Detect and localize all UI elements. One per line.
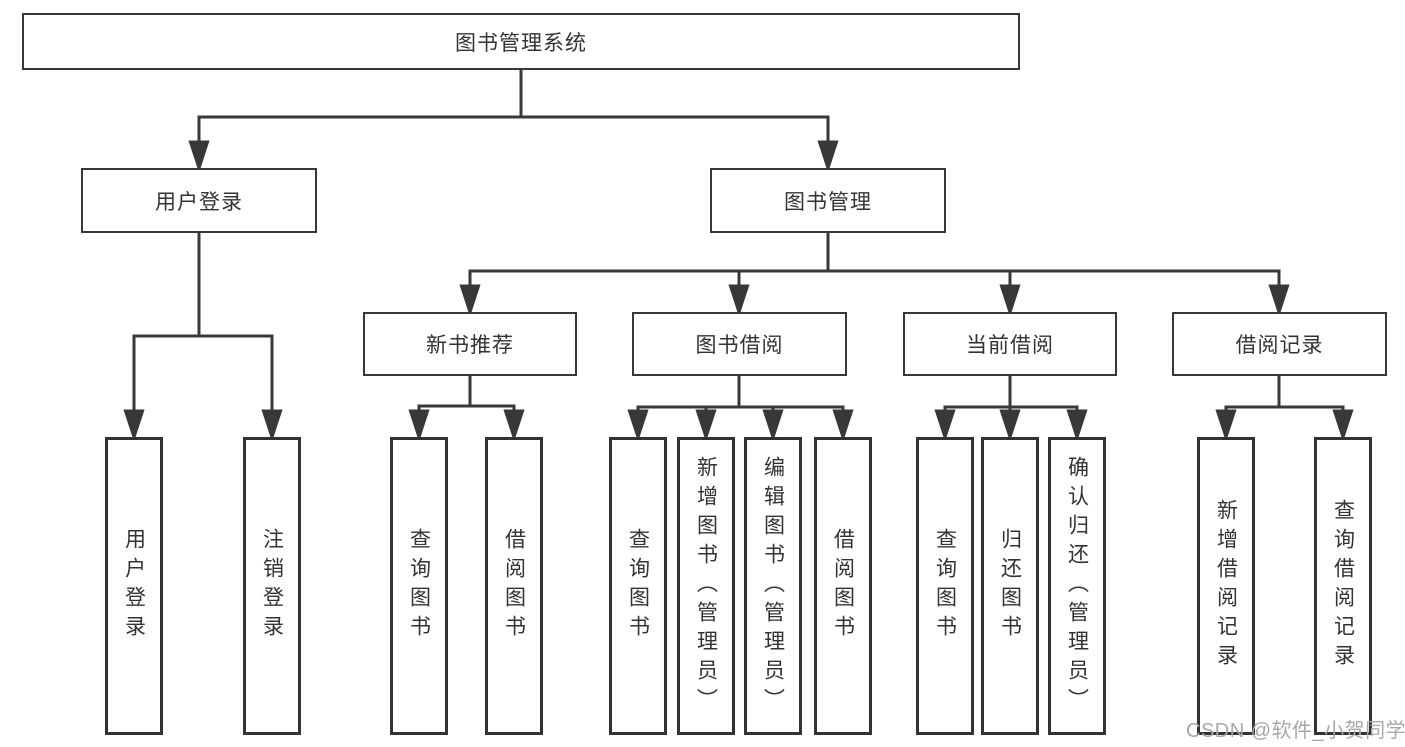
arrow-down-icon (503, 409, 525, 442)
leaf-label: 查询图书 (933, 528, 957, 644)
leaf-query-books: 查询图书 (390, 437, 448, 735)
node-label: 图书管理系统 (455, 31, 587, 55)
arrow-down-icon (695, 409, 717, 442)
leaf-return-books: 归还图书 (981, 437, 1039, 735)
arrow-down-icon (188, 140, 210, 173)
arrow-down-icon (627, 409, 649, 442)
node-new-book-recommend: 新书推荐 (363, 312, 577, 376)
node-label: 图书借阅 (695, 334, 784, 357)
node-library-system: 图书管理系统 (22, 13, 1020, 70)
leaf-borrow-books-2: 借阅图书 (814, 437, 872, 735)
leaf-add-borrow-record: 新增借阅记录 (1197, 437, 1255, 735)
node-label: 用户登录 (155, 190, 243, 214)
leaf-query-books-2: 查询图书 (609, 437, 667, 735)
arrow-down-icon (999, 284, 1021, 317)
leaf-label: 借阅图书 (831, 528, 855, 644)
node-label: 借阅记录 (1235, 334, 1324, 357)
leaf-label: 确认归还（管理员） (1065, 455, 1089, 717)
arrow-down-icon (762, 409, 784, 442)
arrow-down-icon (728, 284, 750, 317)
arrow-down-icon (1215, 409, 1237, 442)
arrow-down-icon (817, 140, 839, 173)
leaf-label: 查询图书 (626, 528, 650, 644)
arrow-down-icon (999, 409, 1021, 442)
arrow-down-icon (934, 409, 956, 442)
arrow-down-icon (123, 409, 145, 442)
watermark: CSDN @软件_小贺同学 (1186, 720, 1405, 742)
leaf-label: 编辑图书（管理员） (761, 455, 785, 717)
leaf-label: 借阅图书 (502, 528, 526, 644)
node-label: 图书管理 (784, 190, 872, 214)
leaf-confirm-return-admin: 确认归还（管理员） (1048, 437, 1106, 735)
leaf-label: 查询图书 (407, 528, 431, 644)
leaf-edit-books-admin: 编辑图书（管理员） (744, 437, 802, 735)
node-current-borrowing: 当前借阅 (903, 312, 1117, 376)
leaf-label: 新增图书（管理员） (694, 455, 718, 717)
leaf-add-books-admin: 新增图书（管理员） (677, 437, 735, 735)
node-user-login: 用户登录 (81, 168, 317, 233)
leaf-query-borrow-record: 查询借阅记录 (1314, 437, 1372, 735)
arrow-down-icon (1066, 409, 1088, 442)
arrow-down-icon (261, 409, 283, 442)
arrow-down-icon (1332, 409, 1354, 442)
leaf-logout-login: 注销登录 (243, 437, 301, 735)
arrow-down-icon (459, 284, 481, 317)
node-label: 新书推荐 (426, 334, 514, 357)
node-book-management: 图书管理 (710, 168, 946, 233)
leaf-borrow-books: 借阅图书 (485, 437, 543, 735)
leaf-query-books-3: 查询图书 (916, 437, 974, 735)
node-borrow-records: 借阅记录 (1172, 312, 1387, 376)
arrow-down-icon (832, 409, 854, 442)
leaf-label: 查询借阅记录 (1331, 499, 1355, 673)
leaf-label: 用户登录 (122, 528, 146, 644)
node-book-borrowing: 图书借阅 (632, 312, 847, 376)
leaf-label: 归还图书 (998, 528, 1022, 644)
arrow-down-icon (1268, 284, 1290, 317)
leaf-user-login: 用户登录 (105, 437, 163, 735)
leaf-label: 新增借阅记录 (1214, 499, 1238, 673)
leaf-label: 注销登录 (260, 528, 284, 644)
arrow-down-icon (408, 409, 430, 442)
node-label: 当前借阅 (966, 334, 1054, 357)
